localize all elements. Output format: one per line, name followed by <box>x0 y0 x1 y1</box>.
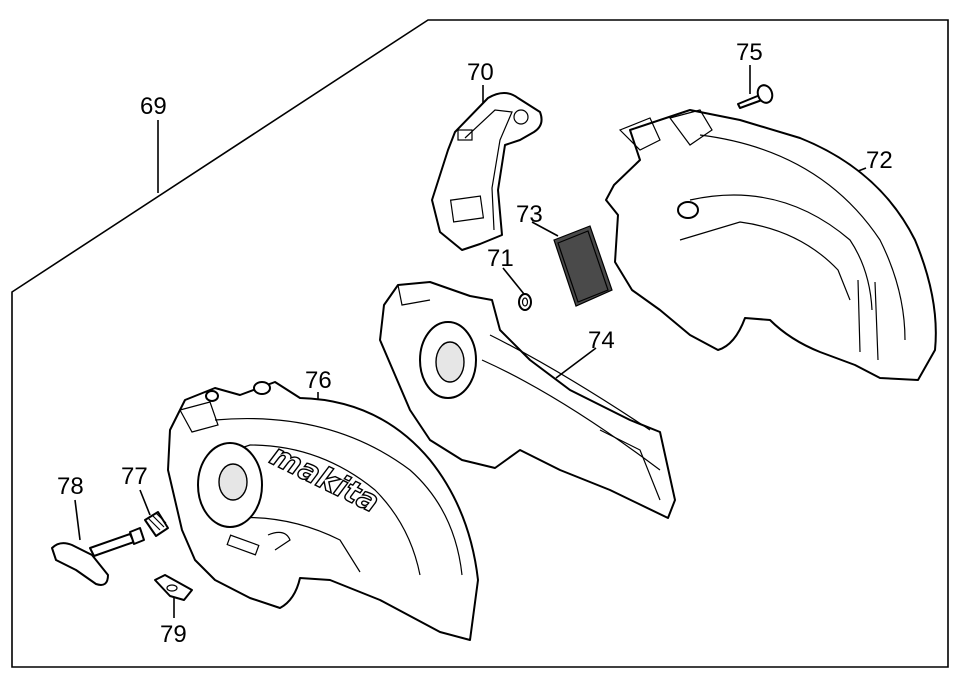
label-69: 69 <box>140 93 167 120</box>
part-76-front-guard: makita <box>167 381 479 641</box>
label-76: 76 <box>305 367 332 394</box>
label-72: 72 <box>866 147 893 174</box>
part-74-inner-cover <box>379 281 676 519</box>
label-78: 78 <box>57 473 84 500</box>
part-number-labels: 69 70 71 72 73 74 75 76 77 78 79 <box>57 39 893 648</box>
label-73: 73 <box>516 201 543 228</box>
part-75-screw <box>737 84 774 109</box>
assembly-boundary <box>11 19 949 668</box>
label-70: 70 <box>467 59 494 86</box>
part-72-rear-guard <box>605 109 937 381</box>
label-74: 74 <box>588 327 615 354</box>
part-78-knob-bolt <box>51 527 145 586</box>
label-71: 71 <box>487 245 514 272</box>
part-79-nut <box>154 574 193 601</box>
part-77-spring <box>144 511 169 537</box>
part-70-bracket <box>431 92 543 251</box>
label-79: 79 <box>160 621 187 648</box>
label-77: 77 <box>121 463 148 490</box>
part-73-pad <box>553 225 613 307</box>
label-75: 75 <box>736 39 763 66</box>
part-71-washer <box>518 293 532 311</box>
